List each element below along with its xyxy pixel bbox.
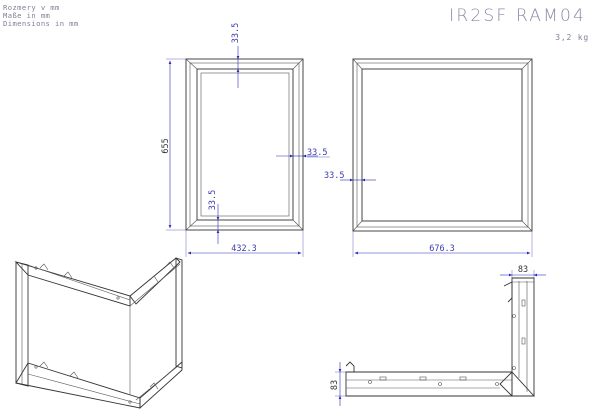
dim-front-depth-top-label: 33.5 bbox=[231, 23, 241, 43]
dim-side-width: 676.3 bbox=[352, 231, 533, 257]
dim-front-depth-bottom: 33.5 bbox=[208, 190, 220, 244]
units-label-de: Maße in mm bbox=[3, 11, 51, 20]
dim-profile-top: 83 bbox=[500, 265, 546, 280]
units-label-sk: Rozmery v mm bbox=[3, 3, 60, 12]
dim-front-height: 655 bbox=[161, 58, 186, 231]
profile-view bbox=[345, 277, 536, 397]
dim-front-depth-bottom-label: 33.5 bbox=[208, 190, 218, 210]
dim-side-depth-left-label: 33.5 bbox=[324, 171, 344, 181]
front-view-frame bbox=[185, 58, 304, 231]
model-title: IR2SF RAM04 bbox=[449, 6, 586, 26]
dim-profile-left-label: 83 bbox=[330, 380, 340, 390]
dim-front-height-label: 655 bbox=[161, 138, 171, 153]
dim-front-depth-right-label: 33.5 bbox=[307, 148, 327, 158]
units-label-en: Dimensions in mm bbox=[3, 19, 79, 28]
dim-profile-left: 83 bbox=[330, 362, 346, 406]
dim-front-width-label: 432.3 bbox=[231, 244, 257, 254]
dim-side-depth-left: 33.5 bbox=[324, 171, 376, 182]
dim-front-depth-top: 33.5 bbox=[231, 23, 241, 88]
weight-label: 3,2 kg bbox=[555, 33, 589, 42]
dim-front-depth-right: 33.5 bbox=[276, 148, 330, 158]
dim-front-width: 432.3 bbox=[185, 230, 304, 257]
side-view-frame bbox=[352, 58, 533, 232]
isometric-view bbox=[14, 257, 183, 410]
dim-side-width-label: 676.3 bbox=[429, 244, 455, 254]
dim-profile-top-label: 83 bbox=[518, 265, 528, 275]
